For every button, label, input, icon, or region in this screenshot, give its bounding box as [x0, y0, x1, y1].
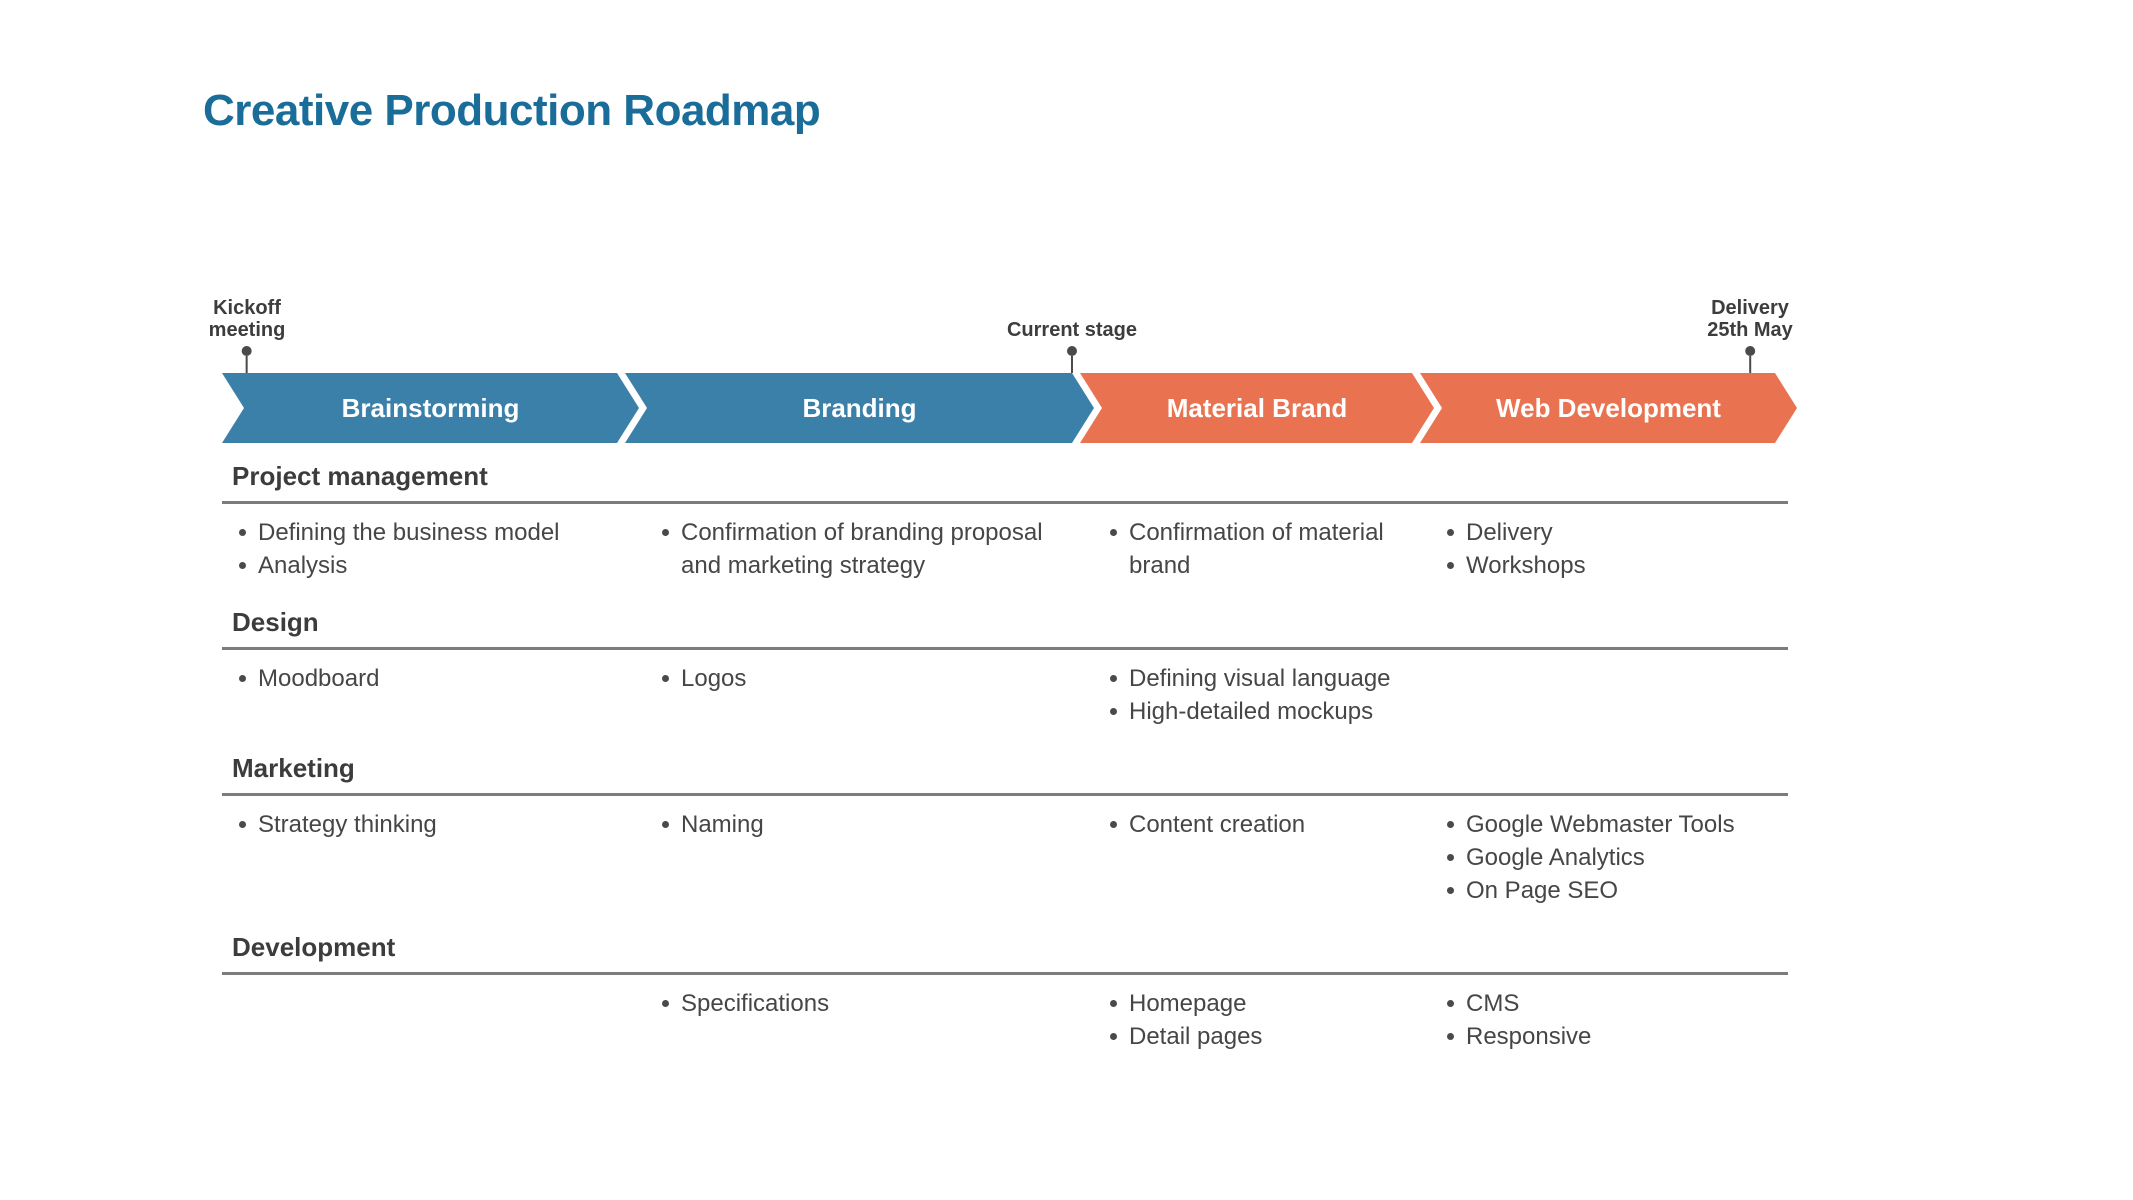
task-item: Moodboard: [237, 662, 625, 695]
milestone-kickoff-meeting: Kickoff meeting: [209, 297, 286, 373]
stage-label-branding: Branding: [802, 392, 917, 423]
task-item: Responsive: [1445, 1020, 1768, 1053]
task-item: CMS: [1445, 987, 1768, 1020]
task-item: High-detailed mockups: [1108, 695, 1410, 728]
milestone-pin-icon: [1745, 346, 1755, 356]
milestone-pin-stem: [1749, 356, 1751, 373]
task-item: Delivery: [1445, 516, 1768, 549]
stage-cell: Content creation: [1093, 808, 1430, 907]
milestone-delivery: Delivery 25th May: [1707, 297, 1793, 373]
milestone-pin-stem: [1071, 356, 1073, 373]
milestone-label-line2: meeting: [208, 319, 286, 341]
stage-label-web-development: Web Development: [1496, 392, 1721, 423]
task-item: Logos: [660, 662, 1073, 695]
milestone-label: Delivery 25th May: [1707, 297, 1793, 341]
workstream-heading: Project management: [222, 458, 1788, 504]
milestone-label-line1: Delivery: [1711, 297, 1789, 319]
task-item: Detail pages: [1108, 1020, 1410, 1053]
milestone-label-line2: 25th May: [1707, 319, 1793, 341]
milestone-current-stage: Current stage: [1007, 319, 1137, 373]
task-item: Defining visual language: [1108, 662, 1410, 695]
task-item: Google Analytics: [1445, 841, 1768, 874]
task-item: Strategy thinking: [237, 808, 625, 841]
task-item: Confirmation of branding proposal and ma…: [660, 516, 1073, 582]
stage-arrow-material-brand: [1080, 373, 1434, 443]
milestone-label: Kickoff meeting: [209, 297, 286, 341]
task-item: Homepage: [1108, 987, 1410, 1020]
milestone-label-line1: Current stage: [1006, 319, 1138, 341]
task-item: Content creation: [1108, 808, 1410, 841]
stage-cell: Confirmation of branding proposal and ma…: [645, 516, 1093, 582]
stage-cell: Specifications: [645, 987, 1093, 1053]
stage-cell: Strategy thinking: [222, 808, 645, 907]
stage-label-brainstorming: Brainstorming: [341, 392, 520, 423]
task-item: Workshops: [1445, 549, 1768, 582]
workstream-heading: Design: [222, 604, 1788, 650]
workstream-heading: Marketing: [222, 750, 1788, 796]
stage-cell: [1430, 662, 1788, 728]
stage-cell: Confirmation of material brand: [1093, 516, 1430, 582]
milestone-label-line1: Kickoff: [213, 297, 281, 319]
task-item: Naming: [660, 808, 1073, 841]
task-item: Analysis: [237, 549, 625, 582]
stage-arrow-web-development: [1420, 373, 1797, 443]
milestone-pin-icon: [242, 346, 252, 356]
milestone-label: Current stage: [1007, 319, 1137, 341]
stage-label-material-brand: Material Brand: [1166, 392, 1348, 423]
task-item: Defining the business model: [237, 516, 625, 549]
task-item: Google Webmaster Tools: [1445, 808, 1768, 841]
stage-arrow-branding: [625, 373, 1094, 443]
task-item: On Page SEO: [1445, 874, 1768, 907]
workstream-heading: Development: [222, 929, 1788, 975]
stage-cell: [222, 987, 645, 1053]
stage-cell: Naming: [645, 808, 1093, 907]
stage-cell: Moodboard: [222, 662, 645, 728]
milestone-pin-stem: [246, 356, 248, 373]
milestone-pin-icon: [1067, 346, 1077, 356]
stage-arrow-band: [222, 373, 1797, 443]
stage-arrow-brainstorming: [222, 373, 639, 443]
stage-cell: Logos: [645, 662, 1093, 728]
page-title: Creative Production Roadmap: [203, 86, 821, 135]
task-item: Confirmation of material brand: [1108, 516, 1410, 582]
task-item: Specifications: [660, 987, 1073, 1020]
